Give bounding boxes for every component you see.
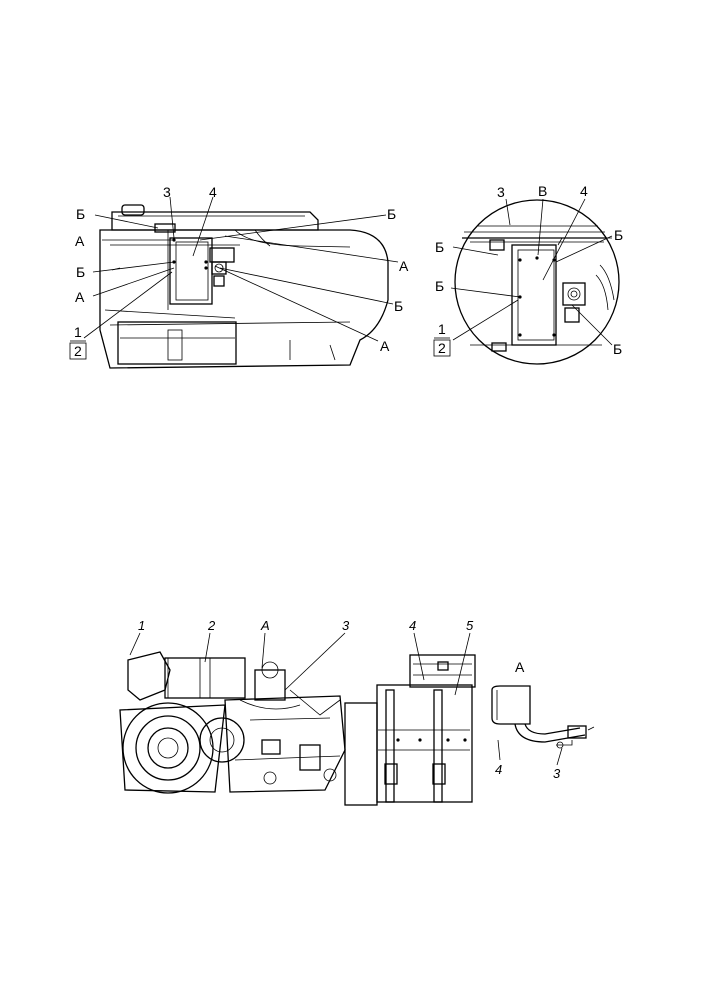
callout-1: 1 [74, 324, 82, 340]
callout-v: В [538, 183, 547, 199]
callout-3: 3 [497, 184, 505, 200]
callout-b: Б [614, 227, 623, 243]
callout-3: 3 [342, 618, 350, 633]
detail-view-a: А 4 3 [491, 659, 595, 781]
callout-b: Б [387, 206, 396, 222]
callout-b: Б [76, 206, 85, 222]
callout-a: А [399, 258, 409, 274]
callout-2: 2 [207, 618, 216, 633]
detail-circle [454, 199, 620, 365]
callout-a: А [260, 618, 270, 633]
callout-a: А [380, 338, 390, 354]
callout-b: Б [435, 278, 444, 294]
top-right-view: 3 В 4 Б Б Б 1 2 Б [433, 183, 623, 365]
bottom-view: 1 2 А 3 4 5 [119, 618, 476, 806]
callout-2: 2 [438, 340, 446, 356]
callout-2: 2 [74, 343, 82, 359]
callout-b: Б [394, 298, 403, 314]
callout-1: 1 [138, 618, 145, 633]
callout-a: А [75, 289, 85, 305]
callout-4: 4 [495, 762, 502, 777]
detail-title: А [515, 659, 525, 675]
callout-1: 1 [438, 321, 446, 337]
callout-3: 3 [553, 766, 561, 781]
callout-b: Б [613, 341, 622, 357]
callout-a: А [75, 233, 85, 249]
callout-b: Б [435, 239, 444, 255]
callout-b: Б [76, 264, 85, 280]
callout-3: 3 [163, 184, 171, 200]
top-left-view: 3 4 Б А Б А 1 2 Б А Б А [69, 184, 409, 369]
callout-4: 4 [209, 184, 217, 200]
callout-4: 4 [580, 183, 588, 199]
callout-4: 4 [409, 618, 416, 633]
callout-5: 5 [466, 618, 474, 633]
